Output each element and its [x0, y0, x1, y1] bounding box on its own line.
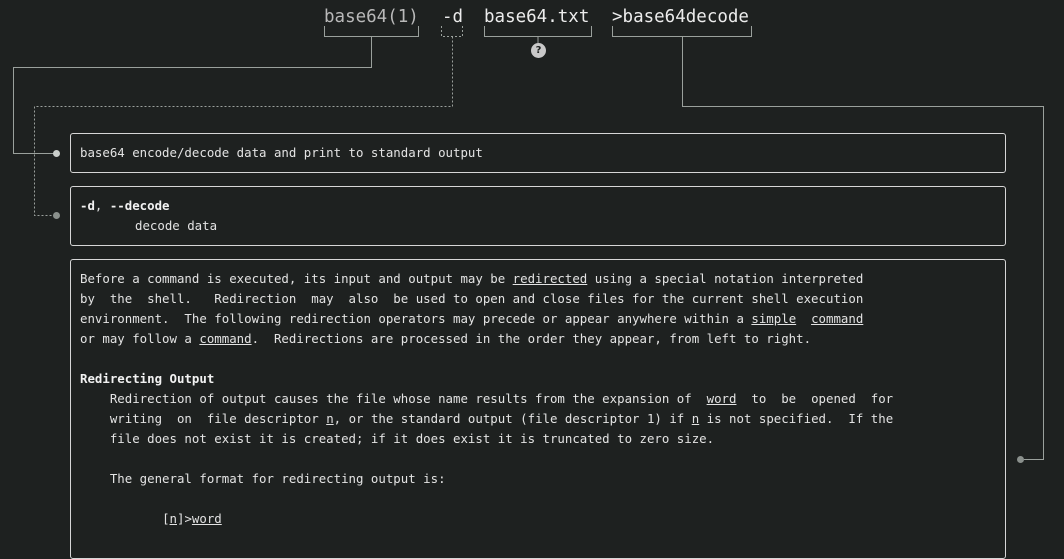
option-bracket [441, 26, 463, 37]
link-simple[interactable]: simple [751, 311, 797, 326]
command-redirect[interactable]: >base64decode [612, 7, 749, 27]
option-flag-separator: , [94, 198, 110, 213]
command-option[interactable]: -d [442, 7, 464, 27]
command-program[interactable]: base64(1) [324, 7, 419, 27]
link-n[interactable]: n [326, 411, 334, 426]
program-description: base64 encode/decode data and print to s… [80, 145, 483, 160]
link-command-2[interactable]: command [199, 331, 252, 346]
redirect-connector [682, 36, 1044, 460]
redirect-para3: The general format for redirecting outpu… [80, 471, 446, 486]
option-connector-dot [53, 212, 60, 219]
link-n-2[interactable]: n [691, 411, 700, 426]
option-flag-long: --decode [109, 198, 170, 213]
redirect-para1-line3: environment. The following redirection o… [80, 311, 864, 326]
redirect-heading: Redirecting Output [80, 371, 215, 386]
link-format-n[interactable]: n [169, 511, 177, 526]
option-connector [34, 36, 453, 216]
link-command[interactable]: command [811, 311, 864, 326]
link-word[interactable]: word [706, 391, 737, 406]
command-argument[interactable]: base64.txt [484, 7, 590, 27]
redirect-bracket [612, 26, 752, 37]
link-redirected[interactable]: redirected [512, 271, 588, 286]
redirect-para2-line2: writing on file descriptor n, or the sta… [80, 411, 894, 426]
redirect-para2-line3: file does not exist it is created; if it… [80, 431, 715, 446]
redirect-para1-line2: by the shell. Redirection may also be us… [80, 291, 864, 306]
program-connector [13, 36, 372, 154]
program-explanation-box: base64 encode/decode data and print to s… [70, 133, 1006, 173]
option-flags: -d, --decode [80, 196, 170, 216]
link-format-word[interactable]: word [191, 511, 222, 526]
program-connector-dot [53, 150, 60, 157]
redirect-connector-dot [1017, 456, 1024, 463]
redirect-para1-line1: Before a command is executed, its input … [80, 271, 864, 286]
connector-lines [13, 26, 1044, 463]
option-explanation-box: -d, --decode decode data [70, 186, 1006, 246]
option-flag-short: -d [80, 198, 95, 213]
redirect-explanation-box: Before a command is executed, its input … [70, 259, 1006, 559]
redirect-para1-line4: or may follow a command. Redirections ar… [80, 331, 812, 346]
argument-bracket [484, 26, 592, 37]
redirect-para2-line1: Redirection of output causes the file wh… [80, 391, 894, 406]
option-description: decode data [135, 218, 218, 233]
redirect-format: [n]>word [162, 511, 222, 526]
help-icon[interactable]: ? [531, 43, 546, 58]
program-bracket [324, 26, 419, 37]
